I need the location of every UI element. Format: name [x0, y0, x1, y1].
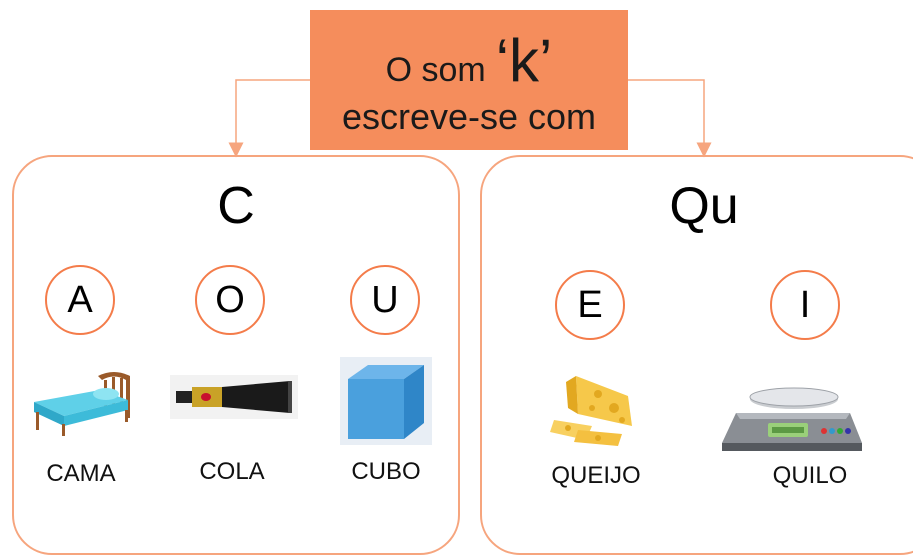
- word-cama: CAMA: [46, 460, 116, 487]
- title-prefix: O som: [385, 51, 486, 89]
- vowel-circle-u: U: [350, 265, 420, 335]
- cheese-icon: [550, 376, 632, 446]
- title-line1: O som ‘k’: [386, 31, 553, 91]
- glue-tube-icon: [170, 375, 298, 419]
- word-queijo: QUEIJO: [551, 462, 641, 489]
- word-quilo: QUILO: [772, 462, 848, 489]
- vowel-circle-o: O: [195, 265, 265, 335]
- connector-left: [228, 79, 310, 158]
- scale-icon: [722, 387, 862, 451]
- bed-icon: [34, 372, 130, 436]
- title-box: O som ‘k’ escreve-se com: [310, 10, 628, 150]
- vowel-circle-a: A: [45, 265, 115, 335]
- word-cola: COLA: [199, 458, 265, 485]
- word-cubo: CUBO: [351, 458, 421, 485]
- panel-c-heading: C: [217, 177, 255, 235]
- title-line2: escreve-se com: [341, 96, 597, 137]
- vowel-circle-e: E: [555, 270, 625, 340]
- connector-right: [628, 79, 712, 158]
- cube-icon: [340, 357, 432, 445]
- vowel-circle-i: I: [770, 270, 840, 340]
- title-sound: ‘k’: [495, 27, 553, 94]
- panel-qu-heading: Qu: [669, 177, 739, 235]
